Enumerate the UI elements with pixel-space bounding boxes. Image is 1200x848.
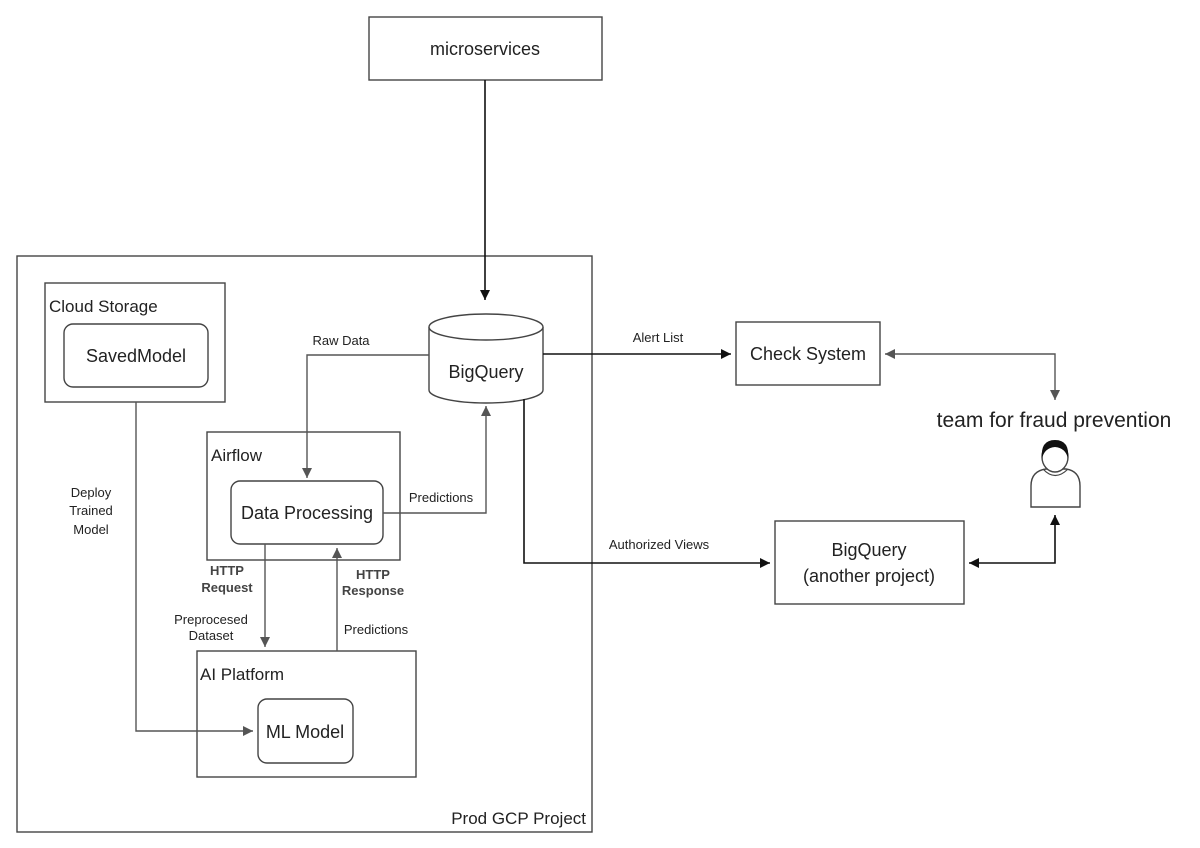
data-processing-label: Data Processing xyxy=(241,503,373,523)
predictions-to-airflow-label: Predictions xyxy=(344,622,409,637)
database-cylinder-icon xyxy=(428,313,544,404)
ai-platform-group xyxy=(196,650,417,778)
fraud-team-label: team for fraud prevention xyxy=(937,409,1172,432)
deploy-label-1: Deploy xyxy=(71,485,112,500)
person-icon xyxy=(1030,440,1081,508)
cloud-storage-group xyxy=(44,282,226,403)
predictions-to-bq-label: Predictions xyxy=(409,490,474,505)
cloud-storage-label: Cloud Storage xyxy=(49,297,158,316)
ai-platform-label: AI Platform xyxy=(200,665,284,684)
bigquery-other-node xyxy=(774,520,965,605)
deploy-label-3: Model xyxy=(73,522,109,537)
prod-project-frame xyxy=(16,255,593,833)
http-response-label-2: Response xyxy=(342,583,404,598)
preprocessed-label-1: Preprocesed xyxy=(174,612,248,627)
deploy-label-2: Trained xyxy=(69,503,113,518)
bigquery-label: BigQuery xyxy=(448,362,523,382)
preprocessed-label-2: Dataset xyxy=(189,628,234,643)
http-response-label-1: HTTP xyxy=(356,567,390,582)
bigquery-other-label-1: BigQuery xyxy=(831,540,906,560)
edge-predictions-bigquery xyxy=(383,406,491,514)
saved-model-node xyxy=(63,323,209,388)
edge-deploy-model xyxy=(135,402,253,736)
ml-model-label: ML Model xyxy=(266,722,344,742)
check-system-node xyxy=(735,321,881,386)
http-request-label-1: HTTP xyxy=(210,563,244,578)
edge-bq-other-team xyxy=(969,515,1060,568)
raw-data-label: Raw Data xyxy=(312,333,370,348)
bigquery-other-label-2: (another project) xyxy=(803,566,935,586)
check-system-label: Check System xyxy=(750,344,866,364)
airflow-label: Airflow xyxy=(211,446,263,465)
edge-authorized-views xyxy=(523,399,770,568)
authorized-views-label: Authorized Views xyxy=(609,537,710,552)
edge-raw-data xyxy=(302,354,429,478)
prod-project-label: Prod GCP Project xyxy=(451,809,586,828)
ml-model-node xyxy=(257,698,354,764)
http-request-label-2: Request xyxy=(201,580,253,595)
microservices-label: microservices xyxy=(430,39,540,59)
edge-check-system-team xyxy=(885,349,1060,400)
airflow-group xyxy=(206,431,401,561)
saved-model-label: SavedModel xyxy=(86,346,186,366)
alert-list-label: Alert List xyxy=(633,330,684,345)
